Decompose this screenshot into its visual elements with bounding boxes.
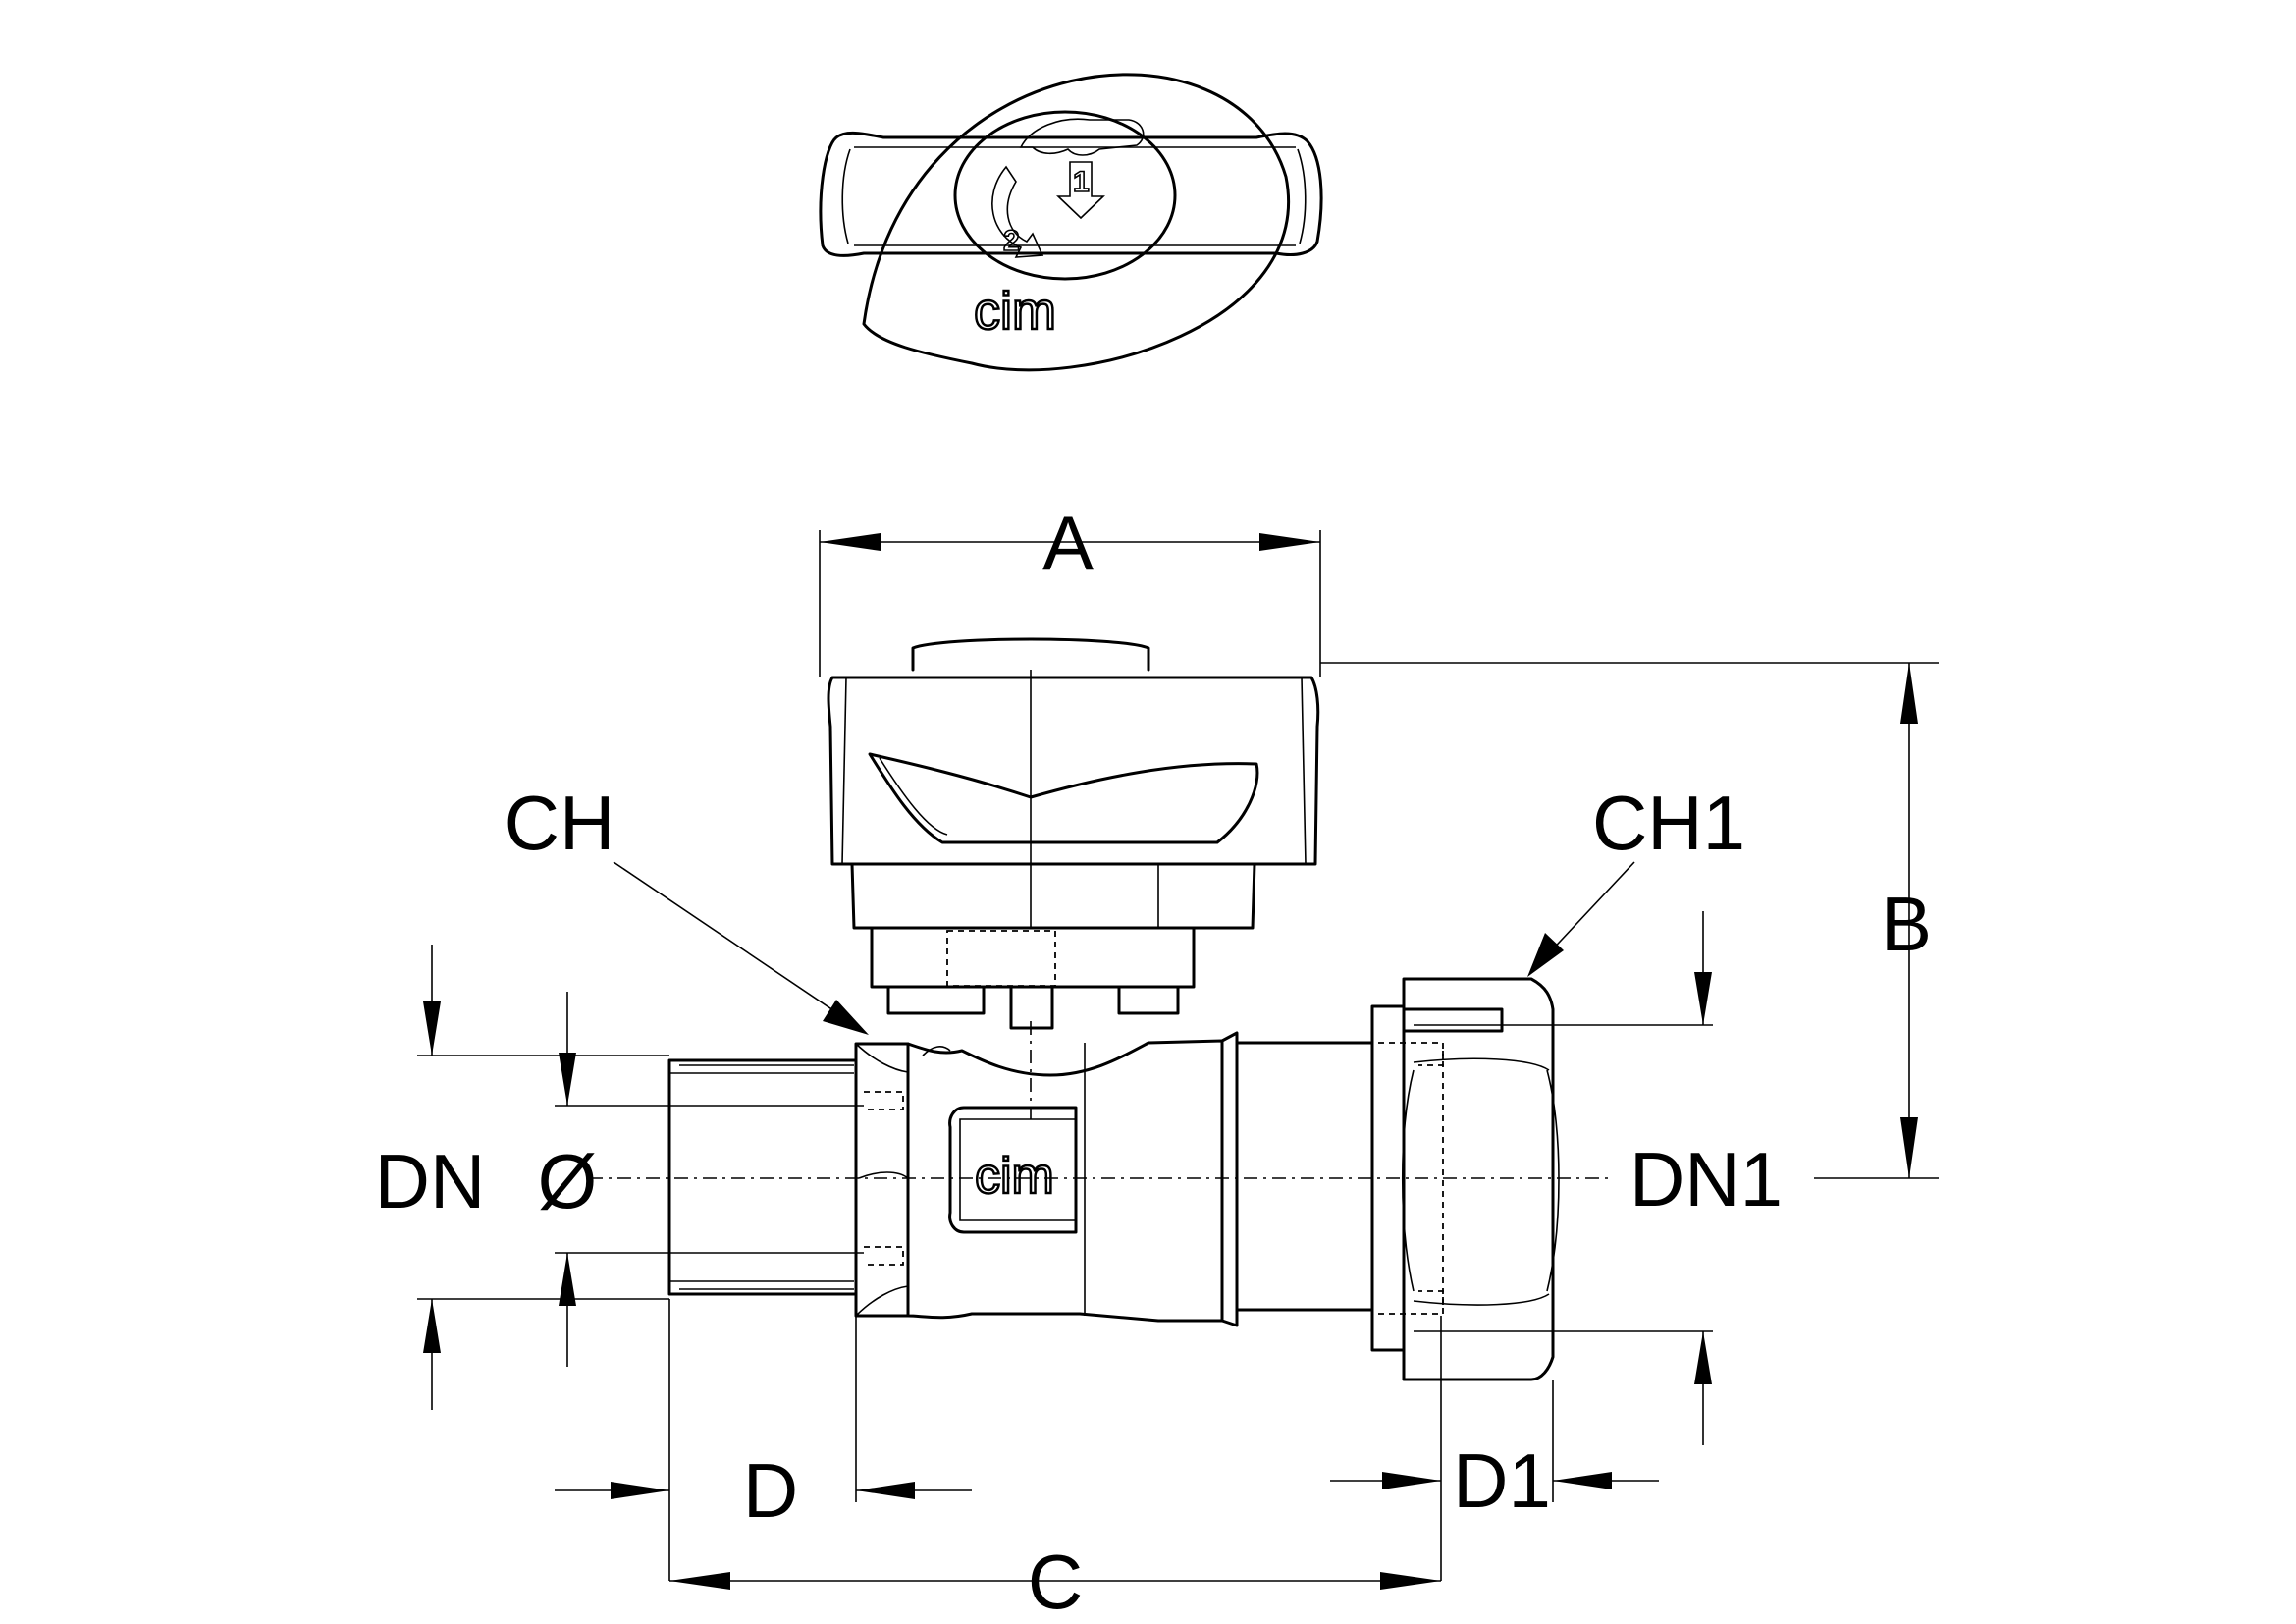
dimension-lines	[417, 530, 1939, 1590]
dimension-label-ch: CH	[505, 780, 615, 866]
dimension-label-d: D	[743, 1447, 798, 1534]
step-two-label: 2	[1003, 225, 1020, 257]
handle-top-view: 1 2 cim	[819, 73, 1323, 372]
dimension-label-dn1: DN1	[1629, 1136, 1783, 1222]
dimension-label-a: A	[1042, 500, 1094, 586]
valve-front-view: cim	[589, 637, 1610, 1381]
rotate-arrow-icon	[991, 165, 1044, 258]
push-down-arrow-icon	[1056, 161, 1105, 220]
dimension-label-diameter: Ø	[538, 1138, 598, 1224]
body-logo: cim	[975, 1148, 1054, 1205]
dimension-label-c: C	[1028, 1539, 1083, 1624]
step-one-label: 1	[1073, 166, 1090, 198]
dimension-label-d1: D1	[1453, 1437, 1551, 1524]
dimension-label-dn: DN	[375, 1138, 486, 1224]
hand-icon	[1019, 118, 1145, 156]
top-logo: cim	[974, 282, 1056, 341]
dimension-label-ch1: CH1	[1592, 780, 1745, 866]
dimension-label-b: B	[1881, 881, 1932, 967]
